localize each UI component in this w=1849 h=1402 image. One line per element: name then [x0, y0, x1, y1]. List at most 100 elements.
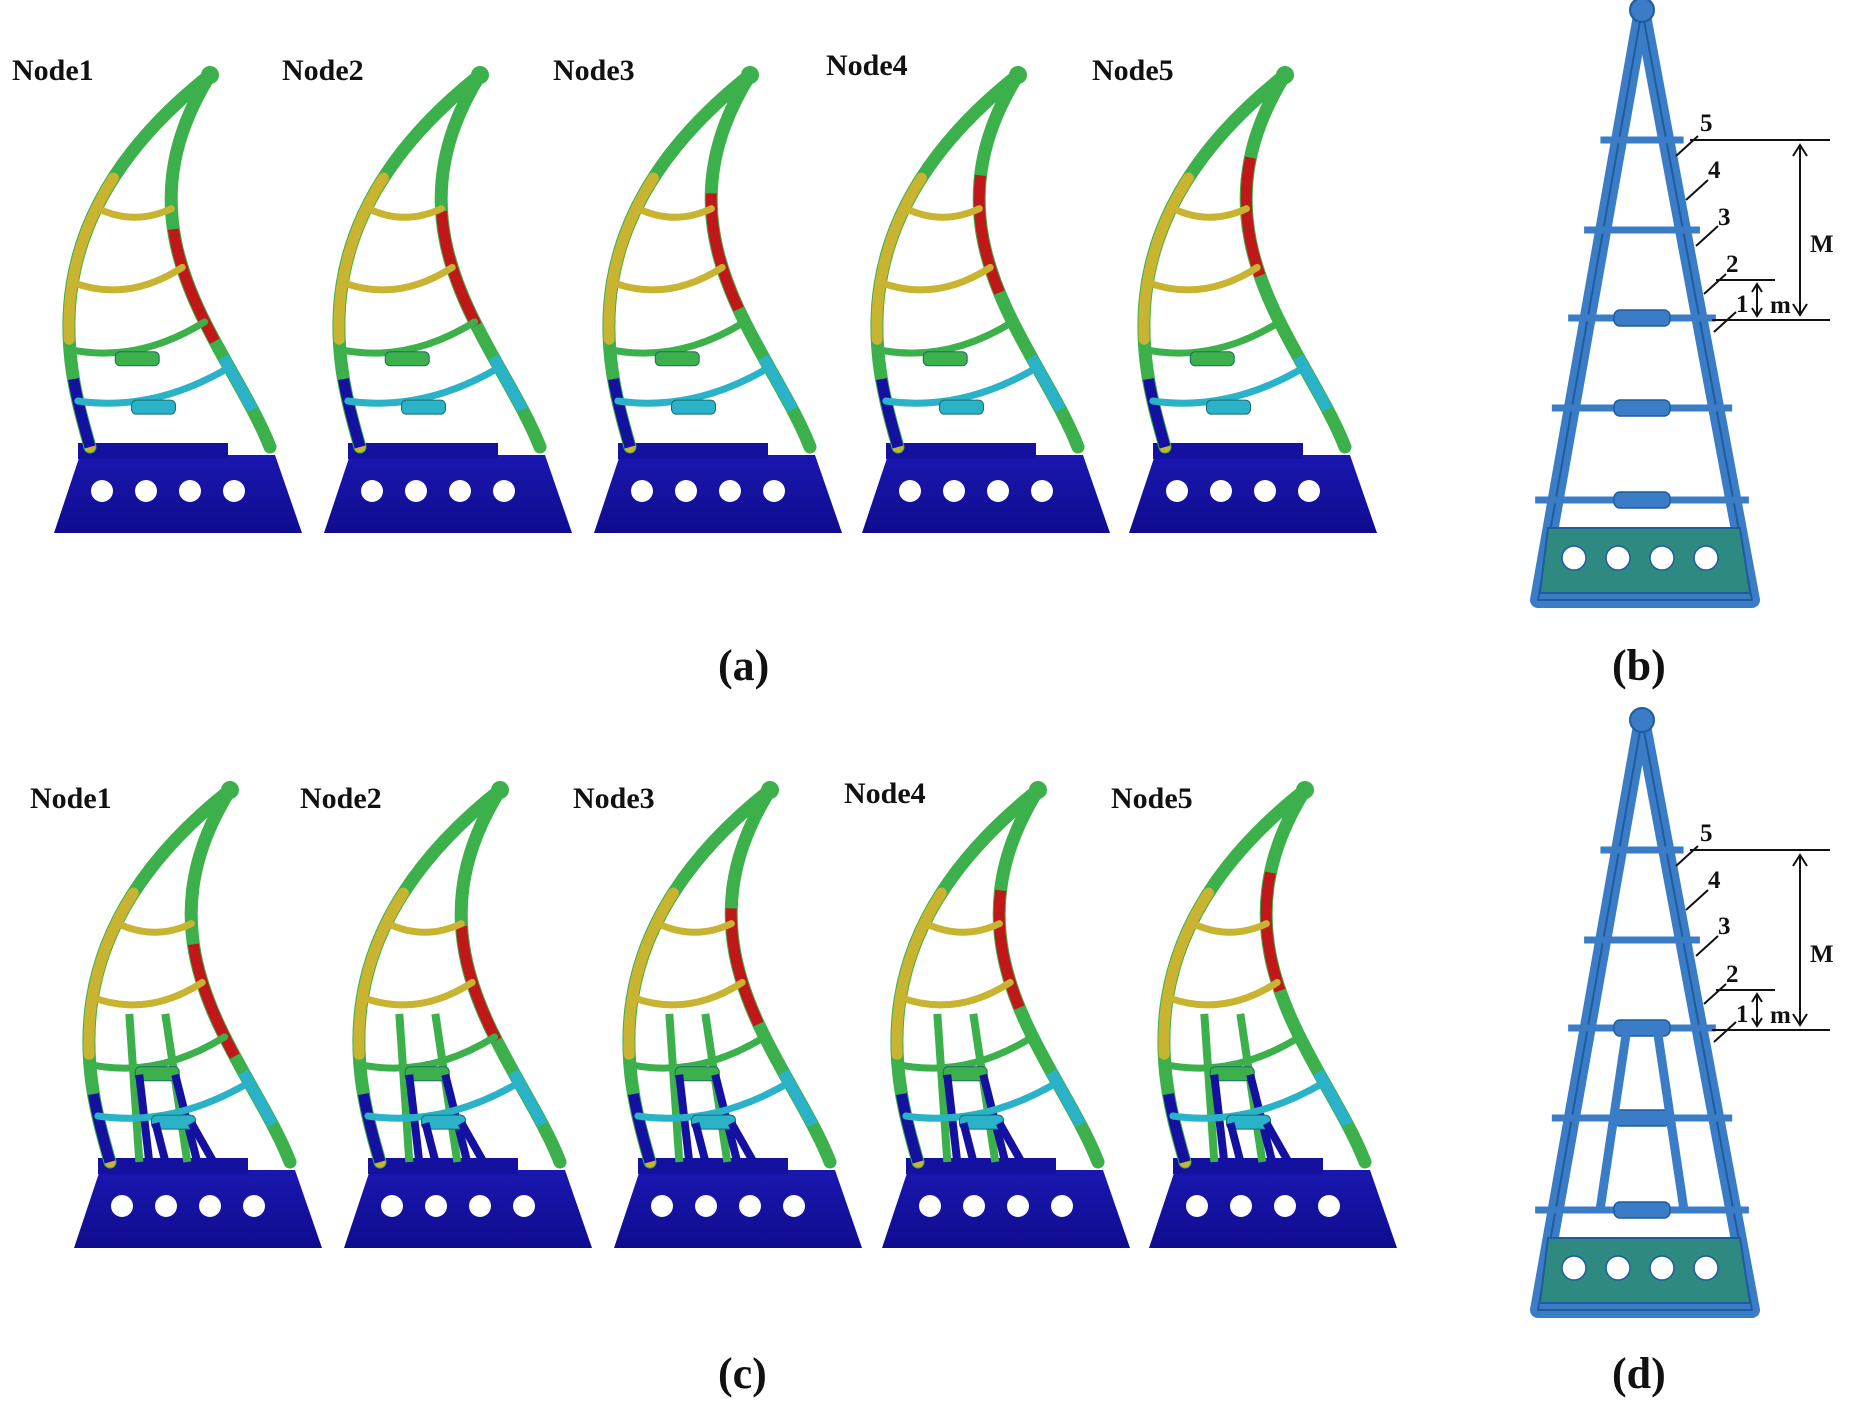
dim-arrow-large: [1792, 853, 1808, 1027]
cross-rib: [66, 318, 209, 357]
node-number-4: 4: [1708, 867, 1721, 894]
rib-hinge: [400, 399, 446, 415]
cross-rib: [633, 204, 715, 221]
panel-label-c: (c): [718, 1349, 767, 1398]
cross-rib: [882, 363, 1041, 407]
finger-tip: [471, 66, 489, 84]
node-leader: [1685, 889, 1709, 911]
finger-model: [344, 781, 592, 1248]
mount-hole: [1649, 545, 1675, 571]
node-label: Node1: [30, 782, 112, 815]
node-leader: [1713, 1021, 1737, 1043]
mount-hole: [695, 1195, 717, 1217]
outer-wall-edge: [1537, 719, 1753, 1311]
mount-hole: [631, 480, 653, 502]
mount-hole: [899, 480, 921, 502]
mount-hole: [1561, 1255, 1587, 1281]
cross-rib: [336, 318, 479, 357]
cross-rib: [626, 1033, 769, 1072]
mount-hole: [1605, 1255, 1631, 1281]
front-rib-stress: [353, 784, 506, 1168]
fixture-base: [882, 1170, 1130, 1248]
finger-tip: [1029, 781, 1047, 799]
front-rib-stress: [603, 69, 756, 453]
back-rib-peak: [993, 787, 1104, 1165]
mount-hole: [361, 480, 383, 502]
support-leg: [188, 1121, 217, 1164]
back-rib-peak: [725, 787, 836, 1165]
mount-hole: [243, 1195, 265, 1217]
support-leg: [421, 1122, 440, 1163]
cross-rib: [363, 204, 445, 221]
front-rib-stress: [871, 69, 1024, 453]
rib-hinge: [674, 1066, 720, 1082]
back-rib-lower: [165, 72, 276, 450]
mount-hole: [651, 1195, 673, 1217]
mount-hole: [425, 1195, 447, 1217]
front-rib-fixed: [83, 785, 234, 1164]
back-rib-peak: [455, 787, 566, 1165]
mount-hole: [1254, 480, 1276, 502]
node-number-1: 1: [1736, 291, 1749, 318]
node-label: Node4: [844, 777, 926, 810]
outer-wall: [1530, 2, 1760, 608]
front-rib-fixed: [63, 70, 214, 449]
mount-hole: [1210, 480, 1232, 502]
finger-tip: [1296, 781, 1314, 799]
cross-rib: [338, 263, 456, 294]
finger-model: [324, 66, 572, 533]
cross-rib: [894, 1033, 1037, 1072]
node-number-3: 3: [1718, 204, 1731, 231]
cross-rib: [68, 263, 186, 294]
mount-hole: [1605, 545, 1631, 571]
base-block: [1538, 1237, 1752, 1304]
mount-hole: [763, 480, 785, 502]
back-rib-peak: [165, 72, 276, 450]
cross-rib: [383, 919, 465, 936]
rib-hinge: [1613, 399, 1671, 417]
cross-rib: [896, 978, 1014, 1009]
rib-hinge: [1613, 1201, 1671, 1219]
fixture-base: [862, 455, 1110, 533]
finger-model: [1129, 66, 1377, 533]
finger-model: [862, 66, 1110, 533]
cross-rib: [1161, 1033, 1304, 1072]
back-rib-lower: [1260, 787, 1371, 1165]
finger-tip: [491, 781, 509, 799]
schematic-d-labels: 5 4 3 2 1 M m (d): [1612, 820, 1834, 1398]
fixture-base: [344, 1170, 592, 1248]
mount-hole: [135, 480, 157, 502]
node-number-2: 2: [1726, 251, 1739, 278]
row-c: Node1 Node2 Node3 Node4 Node5 (c): [30, 777, 1397, 1398]
mount-hole: [1051, 1195, 1073, 1217]
mount-hole: [223, 480, 245, 502]
rib-hinge: [1613, 1109, 1671, 1127]
rib-hinge: [134, 1066, 180, 1082]
mount-hole: [1166, 480, 1188, 502]
mount-hole: [1561, 545, 1587, 571]
fixture-clamp: [1153, 443, 1303, 459]
mount-hole: [1230, 1195, 1252, 1217]
fixture-base: [594, 455, 842, 533]
node-number-4: 4: [1708, 157, 1721, 184]
cross-rib: [344, 363, 503, 407]
dimension-small-label: m: [1770, 292, 1791, 319]
rib-hinge: [1189, 351, 1235, 367]
finger-model: [1149, 781, 1397, 1248]
mount-hole: [493, 480, 515, 502]
mount-hole: [1693, 545, 1719, 571]
cross-rib: [94, 1078, 253, 1122]
support-leg: [1226, 1122, 1245, 1163]
fixture-base: [614, 1170, 862, 1248]
mount-hole: [1186, 1195, 1208, 1217]
back-rib-lower: [185, 787, 296, 1165]
tip-cap: [1629, 0, 1655, 23]
cross-rib: [606, 318, 749, 357]
rib-hinge: [942, 1066, 988, 1082]
cross-rib: [876, 263, 994, 294]
node-label: Node5: [1111, 782, 1193, 815]
front-rib-stress: [1158, 784, 1311, 1168]
cross-rib: [1149, 363, 1308, 407]
mount-hole: [469, 1195, 491, 1217]
dim-arrow-small: [1751, 992, 1763, 1028]
